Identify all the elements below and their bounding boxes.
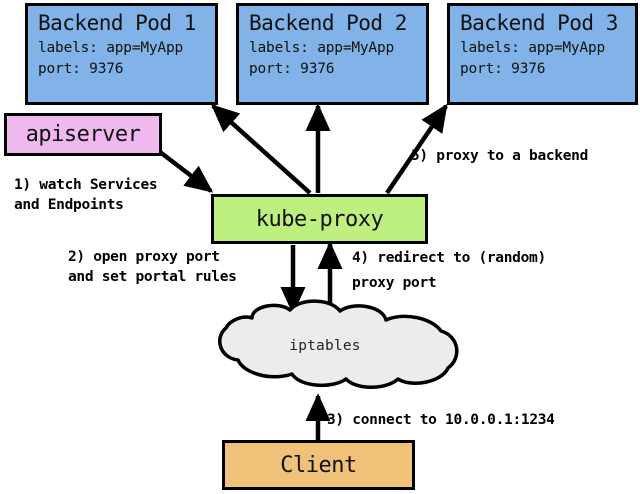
backend-pod-2-labels: labels: app=MyApp <box>249 40 395 56</box>
backend-pod-2-port: port: 9376 <box>249 61 335 77</box>
edge-label-step2-line1: 2) open proxy port <box>68 249 220 265</box>
backend-pod-1[interactable]: Backend Pod 1 labels: app=MyApp port: 93… <box>25 3 218 105</box>
apiserver-label: apiserver <box>25 122 141 147</box>
edge-label-step2-line2: and set portal rules <box>68 269 237 285</box>
backend-pod-3[interactable]: Backend Pod 3 labels: app=MyApp port: 93… <box>447 3 638 105</box>
kube-proxy-node[interactable]: kube-proxy <box>211 194 428 244</box>
iptables-label: iptables <box>289 338 361 354</box>
edge-label-step5: 5) proxy to a backend <box>411 148 589 164</box>
edge-label-step4-line2: proxy port <box>352 275 437 291</box>
backend-pod-2-title: Backend Pod 2 <box>249 11 407 35</box>
edge-label-step4-line1: 4) redirect to (random) <box>352 250 546 266</box>
edge-label-step1-line2: and Endpoints <box>14 197 124 213</box>
iptables-node[interactable]: iptables <box>190 338 460 360</box>
backend-pod-1-labels: labels: app=MyApp <box>38 40 184 56</box>
client-label: Client <box>280 452 357 478</box>
backend-pod-3-title: Backend Pod 3 <box>460 11 618 35</box>
kube-proxy-label: kube-proxy <box>255 206 384 232</box>
edge-kubeproxy-to-pod1 <box>210 104 312 195</box>
backend-pod-3-port: port: 9376 <box>460 61 546 77</box>
apiserver-node[interactable]: apiserver <box>4 113 162 156</box>
edge-label-step1-line1: 1) watch Services <box>14 177 158 193</box>
edge-apiserver-to-kubeproxy <box>158 150 214 193</box>
backend-pod-1-port: port: 9376 <box>38 61 124 77</box>
edge-label-step3: 3) connect to 10.0.0.1:1234 <box>327 412 555 428</box>
backend-pod-1-title: Backend Pod 1 <box>38 11 196 35</box>
backend-pod-3-labels: labels: app=MyApp <box>460 40 606 56</box>
backend-pod-2[interactable]: Backend Pod 2 labels: app=MyApp port: 93… <box>236 3 429 105</box>
client-node[interactable]: Client <box>222 440 415 490</box>
